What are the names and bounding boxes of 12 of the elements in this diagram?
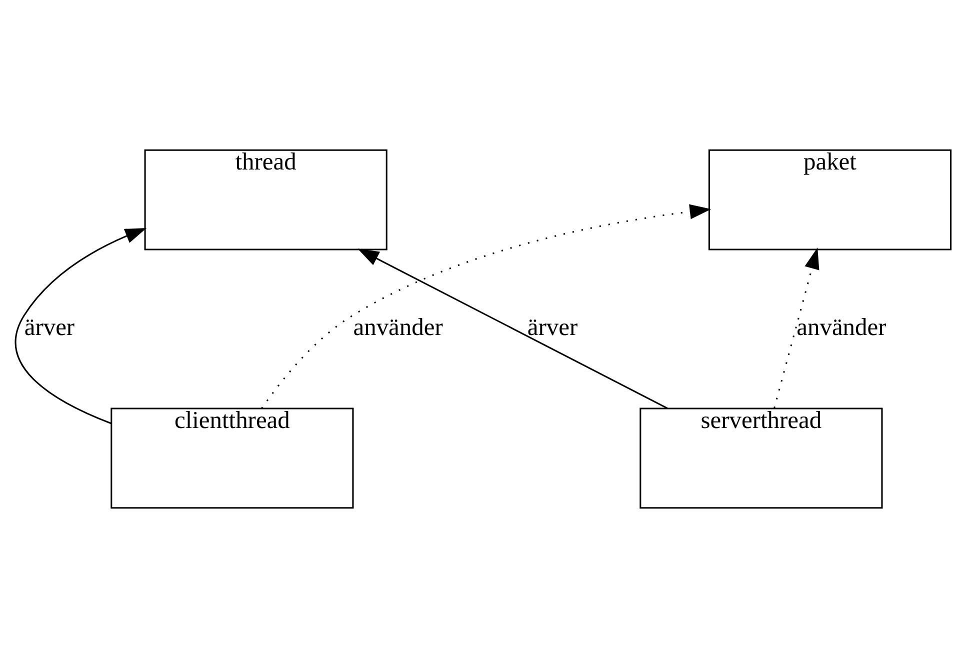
arrow: [261, 204, 712, 408]
edge-label: använder: [353, 313, 443, 340]
arrow: [774, 247, 820, 408]
arrow: [14, 228, 147, 424]
edge-label: ärver: [24, 313, 75, 340]
node-box: paket: [708, 148, 952, 250]
edge-label: ärver: [527, 313, 578, 340]
arrow: [358, 248, 668, 409]
edge-label: använder: [796, 313, 886, 340]
node-box: thread: [144, 148, 388, 250]
node-box: serverthread: [640, 407, 883, 508]
node-box: clientthread: [110, 407, 354, 508]
